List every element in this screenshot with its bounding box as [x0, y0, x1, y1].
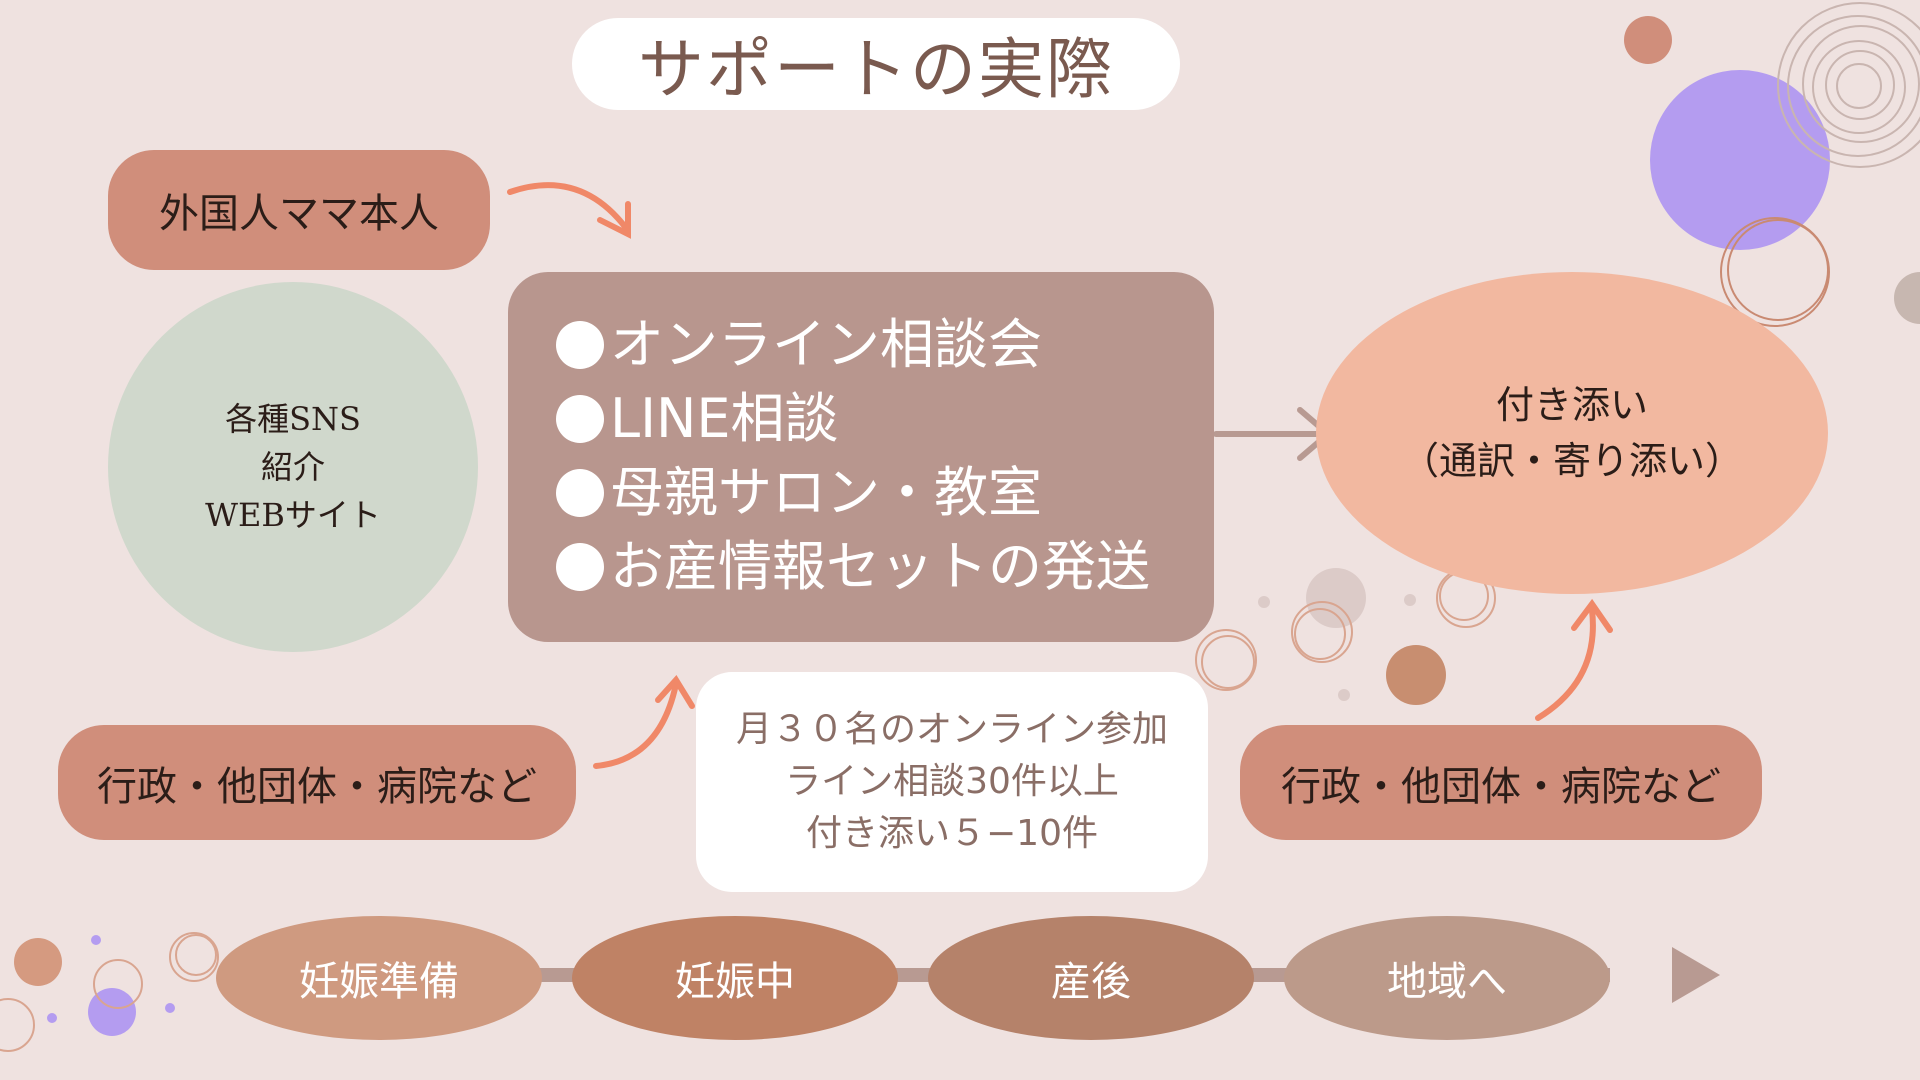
accompany-oval: 付き添い （通訳・寄り添い）: [1316, 272, 1828, 594]
service-online-consultation: オンライン相談会: [556, 308, 1214, 382]
deco-small-dots-bottom: [47, 935, 175, 1023]
source-orgs-right-label: 行政・他団体・病院など: [1281, 763, 1721, 810]
deco-rings-bottom: [0, 932, 219, 1052]
service-birth-info-kit: お産情報セットの発送: [556, 530, 1214, 604]
service-label: オンライン相談会: [610, 313, 1042, 376]
stat-line-consultations: ライン相談30件以上: [785, 761, 1119, 802]
channel-sns: 各種SNS: [225, 400, 361, 438]
stats-box: 月３０名のオンライン参加 ライン相談30件以上 付き添い５−10件: [696, 672, 1208, 892]
deco-ring-orange: [1720, 217, 1830, 327]
page-title-box: サポートの実際: [572, 18, 1180, 110]
arrow-services-to-accompany: [1213, 407, 1333, 461]
service-label: お産情報セットの発送: [610, 535, 1150, 598]
deco-dot-brown: [1386, 645, 1446, 705]
timeline-stage-pregnancy: 妊娠中: [572, 916, 898, 1040]
deco-circle-purple: [1650, 70, 1830, 250]
timeline-stage-community: 地域へ: [1284, 916, 1610, 1040]
page-title: サポートの実際: [638, 31, 1114, 108]
deco-dot-grey: [1894, 272, 1920, 324]
bullet-icon: [556, 321, 604, 369]
service-label: 母親サロン・教室: [610, 461, 1042, 524]
source-foreign-mothers-label: 外国人ママ本人: [159, 191, 439, 237]
timeline-stage-pre-pregnancy: 妊娠準備: [216, 916, 542, 1040]
deco-spiral: [1777, 2, 1920, 168]
stage-label: 地域へ: [1387, 959, 1507, 1005]
stat-online-participants: 月３０名のオンライン参加: [735, 709, 1168, 750]
service-mother-salon: 母親サロン・教室: [556, 456, 1214, 530]
source-orgs-right: 行政・他団体・病院など: [1240, 725, 1762, 840]
channels-circle: 各種SNS 紹介 WEBサイト: [108, 282, 478, 652]
stat-accompaniments: 付き添い５−10件: [806, 813, 1098, 854]
arrow-self-to-services: [507, 182, 631, 239]
timeline-stage-postpartum: 産後: [928, 916, 1254, 1040]
stage-label: 妊娠準備: [299, 959, 459, 1005]
accompany-title: 付き添い: [1495, 383, 1648, 427]
source-foreign-mothers: 外国人ママ本人: [108, 150, 490, 270]
deco-dot-tan: [14, 938, 62, 986]
bullet-icon: [556, 469, 604, 517]
bullet-icon: [556, 395, 604, 443]
deco-dot-pink: [1306, 568, 1366, 628]
channel-website: WEBサイト: [205, 496, 381, 534]
deco-dot-terracotta: [1624, 16, 1672, 64]
source-orgs-left: 行政・他団体・病院など: [58, 725, 576, 840]
stage-label: 妊娠中: [675, 959, 795, 1005]
channel-referral: 紹介: [260, 448, 325, 486]
stage-label: 産後: [1051, 959, 1131, 1005]
service-line-consultation: LINE相談: [556, 382, 1214, 456]
services-box: オンライン相談会 LINE相談 母親サロン・教室 お産情報セットの発送: [508, 272, 1214, 642]
accompany-detail: （通訳・寄り添い）: [1400, 439, 1743, 483]
timeline-arrowhead-icon: [1672, 947, 1720, 1003]
service-label: LINE相談: [610, 387, 839, 450]
source-orgs-left-label: 行政・他団体・病院など: [97, 763, 537, 810]
arrow-orgs-to-accompany: [1535, 598, 1613, 721]
deco-dot-purple: [88, 988, 136, 1036]
arrow-orgs-to-services: [593, 675, 695, 769]
bullet-icon: [556, 543, 604, 591]
